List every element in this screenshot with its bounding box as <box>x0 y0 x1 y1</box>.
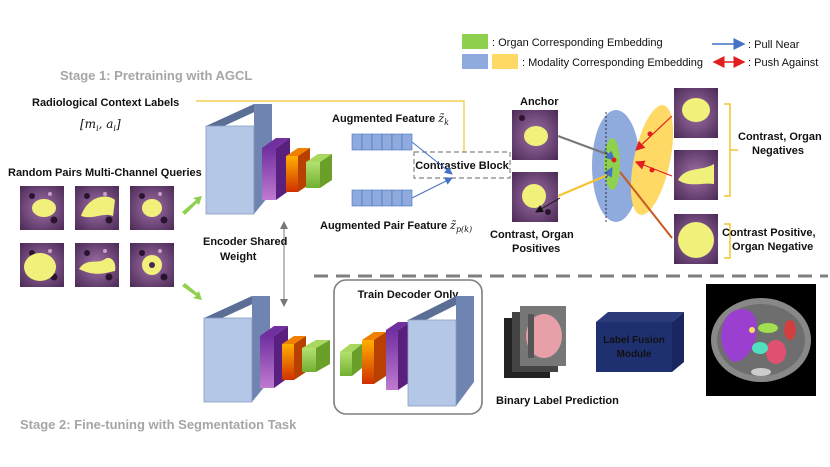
positive-bracket <box>724 223 731 259</box>
negative-ct-1 <box>674 88 718 138</box>
arrow-to-encoder-bottom <box>182 283 202 300</box>
feature-to-block-arrow <box>411 141 453 175</box>
random-pairs-label: Random Pairs Multi-Channel Queries <box>8 167 202 179</box>
positives-pointer <box>535 197 561 213</box>
negative-push-arrow-1 <box>635 115 673 151</box>
anchor-label: Anchor <box>520 96 559 108</box>
context-math: [mi, ai] <box>80 117 121 133</box>
contrast-positive-label-1: Contrast Positive, <box>722 227 816 239</box>
ct-tile <box>130 186 174 230</box>
organ-negatives-label-2: Negatives <box>752 145 804 157</box>
ct-tile <box>130 243 174 287</box>
stage2-title: Stage 2: Fine-tuning with Segmentation T… <box>20 417 297 432</box>
ct-tile <box>75 243 119 287</box>
embedding-space <box>557 105 674 239</box>
modality-embedding-swatch-yellow <box>492 54 518 69</box>
stage1-encoder <box>205 104 332 215</box>
organ-embedding-swatch <box>462 34 488 49</box>
positive-organ-negative-ct <box>674 214 718 264</box>
negatives-bracket <box>724 103 731 197</box>
modality-yellow-ellipse <box>630 105 674 215</box>
stage1-title: Stage 1: Pretraining with AGCL <box>60 68 252 83</box>
train-decoder-label: Train Decoder Only <box>358 289 460 301</box>
label-fusion-module: Label Fusion Module <box>596 312 684 372</box>
pair-to-block-arrow <box>411 177 453 199</box>
push-against-label: : Push Against <box>748 57 818 69</box>
stage2-encoder <box>203 296 330 403</box>
ct-tile <box>20 186 64 230</box>
pull-near-label: : Pull Near <box>748 39 800 51</box>
label-fusion-label-1: Label Fusion <box>603 335 665 346</box>
anchor-link <box>557 135 613 157</box>
organ-negatives-label-1: Contrast, Organ <box>738 131 822 143</box>
anchor-ct <box>512 110 558 160</box>
organ-ellipse <box>604 138 620 190</box>
ct-tile <box>75 186 119 230</box>
decoder <box>340 296 474 407</box>
ct-query-grid <box>20 186 174 287</box>
organ-positives-label-1: Contrast, Organ <box>490 229 574 241</box>
organ-embedding-label: : Organ Corresponding Embedding <box>492 37 663 49</box>
augmented-pair-feature-vector <box>351 189 413 207</box>
segmented-ct-output <box>706 284 816 396</box>
modality-embedding-label: : Modality Corresponding Embedding <box>522 57 703 69</box>
organ-positives-label-2: Positives <box>512 243 560 255</box>
binary-label-stack <box>504 306 566 378</box>
radiological-context-label: Radiological Context Labels <box>32 97 179 109</box>
contrastive-block-label: Contrastive Block <box>415 160 509 172</box>
positive-ct <box>512 172 558 222</box>
contrast-positive-label-2: Organ Negative <box>732 241 813 253</box>
modality-embedding-swatch-blue <box>462 54 488 69</box>
context-connector <box>196 100 465 160</box>
positive-link <box>557 172 611 198</box>
label-fusion-label-2: Module <box>617 349 652 360</box>
organ-negative-link <box>619 171 673 239</box>
negative-ct-2 <box>674 150 718 200</box>
encoder-shared-label-2: Weight <box>220 251 257 263</box>
pull-arrow-2 <box>603 166 613 179</box>
ct-tile <box>20 243 64 287</box>
binary-label-prediction-label: Binary Label Prediction <box>496 395 619 407</box>
encoder-shared-label-1: Encoder Shared <box>203 236 287 248</box>
arrow-to-encoder-top <box>182 196 202 215</box>
augmented-feature-vector <box>351 133 413 151</box>
legend: : Organ Corresponding Embedding : Modali… <box>462 34 818 69</box>
